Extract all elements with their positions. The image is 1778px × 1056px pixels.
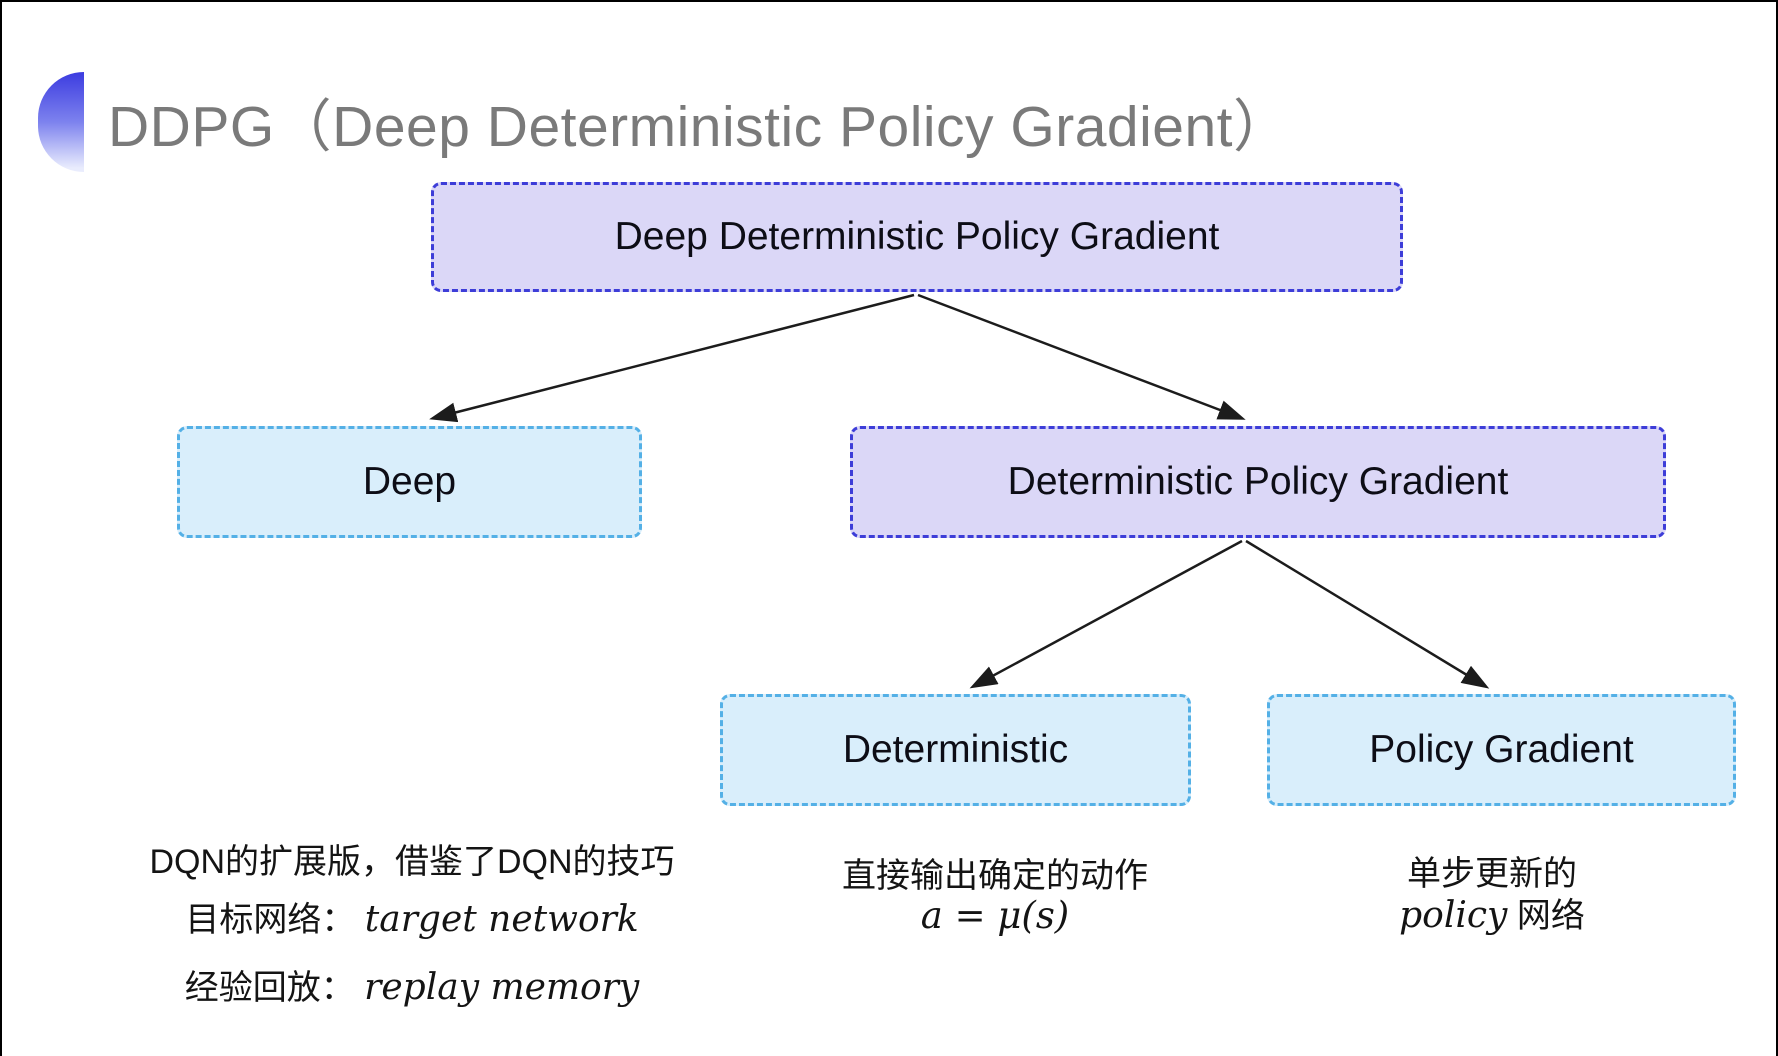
note-label: 目标网络： [185, 901, 356, 939]
note-value-italic: policy [1399, 895, 1508, 936]
node-deep-deterministic-policy-gradient: Deep Deterministic Policy Gradient [431, 182, 1403, 292]
node-policy-gradient: Policy Gradient [1267, 694, 1736, 806]
node-label: Deterministic [842, 728, 1069, 771]
note-value-italic: target network [364, 899, 639, 940]
note-deep-replay-memory: 经验回放： replay memory [142, 968, 682, 1008]
title-row: DDPG（Deep Deterministic Policy Gradient） [38, 72, 1291, 172]
edge-dpg-to-pg [1245, 539, 1490, 689]
half-circle-bullet-icon [38, 72, 84, 172]
node-deterministic-policy-gradient: Deterministic Policy Gradient [850, 426, 1666, 538]
note-policy-gradient-line1: 单步更新的 [1407, 855, 1577, 893]
note-deep-line1: DQN的扩展版，借鉴了DQN的技巧 [149, 843, 675, 881]
note-label: 经验回放： [184, 969, 355, 1007]
node-label: Deep [362, 460, 457, 503]
edge-dpg-to-deterministic [969, 539, 1243, 689]
note-policy-gradient-line2: policy 网络 [1282, 896, 1702, 936]
page-title: DDPG（Deep Deterministic Policy Gradient） [108, 95, 1291, 159]
node-deterministic: Deterministic [720, 694, 1191, 806]
node-label: Deterministic Policy Gradient [1007, 460, 1509, 503]
note-deterministic-formula: a = μ(s) [920, 894, 1070, 937]
edge-root-to-dpg [917, 293, 1246, 420]
note-rest: 网络 [1507, 897, 1585, 935]
note-deterministic-line1: 直接输出确定的动作 [842, 857, 1148, 895]
note-value-italic: replay memory [364, 967, 640, 1008]
node-label: Policy Gradient [1369, 728, 1634, 771]
node-label: Deep Deterministic Policy Gradient [614, 215, 1220, 258]
note-deep-target-network: 目标网络： target network [142, 900, 682, 940]
edge-root-to-deep [429, 293, 915, 423]
node-deep: Deep [177, 426, 642, 538]
